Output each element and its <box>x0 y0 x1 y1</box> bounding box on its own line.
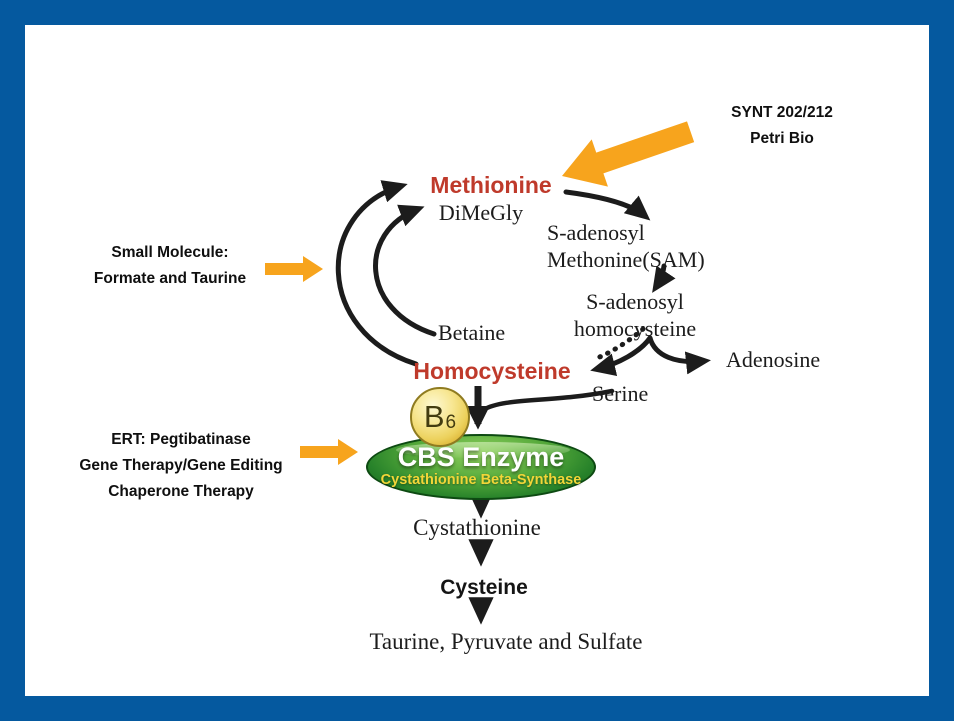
orange-arrow-small-molecule-icon <box>265 256 323 282</box>
ert-line3: Chaperone Therapy <box>108 483 254 500</box>
small-molecule-annotation: Small Molecule: Formate and Taurine <box>94 240 246 292</box>
synt-line2: Petri Bio <box>750 130 814 147</box>
arc-betaine-to-dimegly <box>373 204 437 337</box>
cbs-enzyme-subtitle: Cystathionine Beta-Synthase <box>380 472 582 488</box>
arc-homocysteine-to-methionine <box>335 180 419 367</box>
orange-arrow-ert-icon <box>300 439 358 465</box>
arrow-methionine-to-sam <box>563 189 651 221</box>
label-betaine: Betaine <box>438 320 506 345</box>
label-cysteine: Cysteine <box>440 576 528 599</box>
label-sam: S-adenosyl Methonine(SAM) <box>547 219 705 273</box>
arrow-sah-to-adenosine <box>647 335 711 375</box>
label-homocysteine: Homocysteine <box>413 358 571 384</box>
cbs-enzyme-bubble: CBS Enzyme Cystathionine Beta-Synthase <box>366 434 596 500</box>
diagram-canvas <box>25 25 929 696</box>
cbs-enzyme-title: CBS Enzyme <box>397 442 565 472</box>
label-sah: S-adenosyl homocysteine <box>574 288 696 342</box>
label-dimegly: DiMeGly <box>438 200 524 225</box>
arrow-sah-to-homocysteine <box>590 335 653 377</box>
orange-arrow-synt-icon <box>562 121 695 187</box>
line-serine-to-cbs <box>480 388 615 413</box>
b6-letter: B <box>423 399 445 434</box>
label-sah-line1: S-adenosyl <box>586 289 684 314</box>
ert-annotation: ERT: Pegtibatinase Gene Therapy/Gene Edi… <box>79 427 282 505</box>
label-cystathionine: Cystathionine <box>413 515 541 540</box>
ert-line1: ERT: Pegtibatinase <box>111 431 251 448</box>
label-sam-line2: Methonine(SAM) <box>547 247 705 272</box>
label-adenosine: Adenosine <box>726 347 821 372</box>
ert-line2: Gene Therapy/Gene Editing <box>79 457 283 474</box>
small-molecule-line2: Formate and Taurine <box>93 270 247 287</box>
label-sam-line1: S-adenosyl <box>547 220 645 245</box>
b6-subscript: 6 <box>445 412 457 433</box>
label-end-products: Taurine, Pyruvate and Sulfate <box>369 629 643 654</box>
label-serine: Serine <box>592 381 649 406</box>
arrow-sam-to-sah <box>652 263 676 293</box>
label-methionine: Methionine <box>430 172 552 198</box>
label-sah-line2: homocysteine <box>573 316 697 341</box>
synt-line1: SYNT 202/212 <box>731 104 833 121</box>
dotted-arc-sah-to-homocysteine <box>592 326 646 362</box>
small-molecule-line1: Small Molecule: <box>111 244 229 261</box>
synt-annotation: SYNT 202/212 Petri Bio <box>731 100 833 152</box>
